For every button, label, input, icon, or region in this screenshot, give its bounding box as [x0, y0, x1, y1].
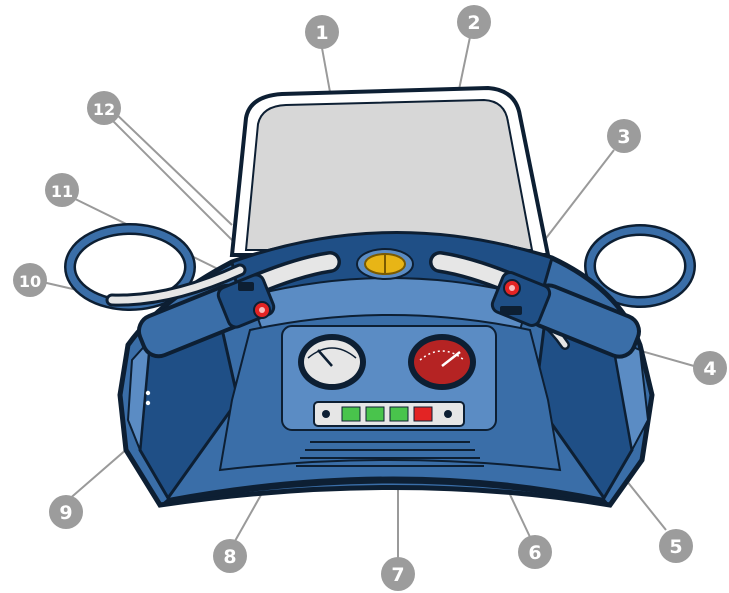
- callout-9-label: 9: [59, 502, 72, 524]
- windshield: [232, 88, 548, 255]
- callout-8-label: 8: [223, 546, 236, 568]
- callout-4-label: 4: [703, 358, 716, 380]
- callout-10: 10: [13, 263, 47, 297]
- callout-5-label: 5: [669, 536, 682, 558]
- callout-11-label: 11: [51, 182, 73, 201]
- callout-1-label: 1: [315, 22, 328, 44]
- callout-6-label: 6: [528, 542, 541, 564]
- indicator-red: [414, 407, 432, 421]
- callout-4: 4: [693, 351, 727, 385]
- right-gauge-icon: [408, 334, 476, 390]
- indicator-green-3: [390, 407, 408, 421]
- indicator-strip: [314, 402, 464, 426]
- callout-11: 11: [45, 173, 79, 207]
- callout-3-label: 3: [617, 126, 630, 148]
- instrument-cluster: [282, 326, 496, 430]
- indicator-green-2: [366, 407, 384, 421]
- indicator-knob-left: [322, 410, 330, 418]
- callout-10-label: 10: [19, 272, 41, 291]
- callout-8: 8: [213, 539, 247, 573]
- headlight: [357, 249, 413, 279]
- callout-7-label: 7: [391, 564, 404, 586]
- indicator-knob-right: [444, 410, 452, 418]
- callout-2-label: 2: [467, 12, 480, 34]
- callout-1: 1: [305, 15, 339, 49]
- windshield-icon: [246, 100, 532, 250]
- reflector-dot: [146, 401, 150, 405]
- leader-line-3: [540, 150, 614, 246]
- callout-12-label: 12: [93, 100, 115, 119]
- leader-line-12b: [112, 110, 232, 225]
- indicator-green-1: [342, 407, 360, 421]
- left-gauge-icon: [298, 334, 366, 390]
- callout-12: 12: [87, 91, 121, 125]
- leader-line-9: [67, 448, 128, 501]
- left-switch: [238, 282, 254, 291]
- callout-5: 5: [659, 529, 693, 563]
- callout-6: 6: [518, 535, 552, 569]
- reflector-dot: [146, 391, 150, 395]
- callout-3: 3: [607, 119, 641, 153]
- right-switch: [500, 306, 522, 315]
- callout-9: 9: [49, 495, 83, 529]
- callout-2: 2: [457, 5, 491, 39]
- callout-7: 7: [381, 557, 415, 591]
